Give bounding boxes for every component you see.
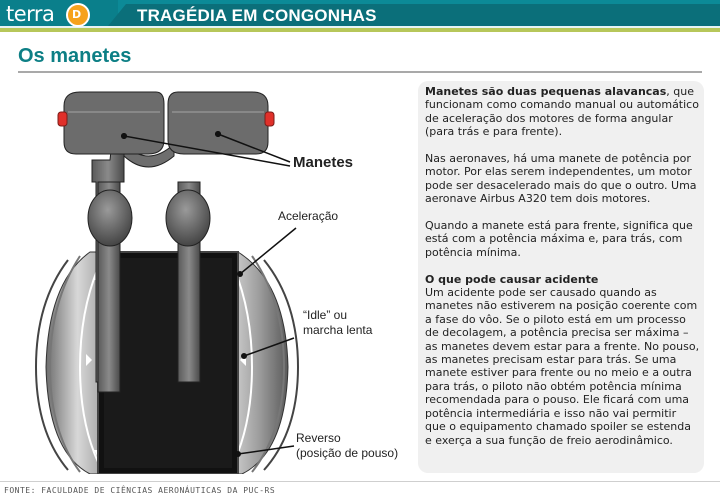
footer-divider — [0, 481, 720, 482]
header-highlight — [0, 26, 720, 28]
header-stripe — [0, 28, 720, 32]
throttle-diagram: Manetes Aceleração “Idle” ou marcha lent… — [28, 82, 408, 475]
title-tab — [108, 4, 720, 26]
logo-mark-letter: D — [72, 8, 82, 21]
heading-accident: O que pode causar acidente — [425, 272, 599, 286]
source-credit: FONTE: FACULDADE DE CIÊNCIAS AERONÁUTICA… — [4, 486, 276, 495]
terra-logo-text[interactable]: terra — [6, 2, 55, 26]
label-idle-line1: “Idle” ou — [303, 308, 348, 322]
paragraph-accident: Um acidente pode ser causado quando as m… — [425, 286, 700, 447]
intro-bold: Manetes são duas pequenas alavancas — [425, 85, 667, 98]
label-idle-line2: marcha lenta — [303, 323, 373, 337]
paragraph-intro: Manetes são duas pequenas alavancas, que… — [425, 85, 700, 139]
info-text: Manetes são duas pequenas alavancas, que… — [425, 85, 700, 460]
section-title: Os manetes — [18, 45, 132, 67]
info-panel: Manetes são duas pequenas alavancas, que… — [418, 81, 704, 473]
label-reverso-line2: (posição de pouso) — [296, 446, 399, 460]
label-reverso-line1: Reverso — [296, 431, 341, 445]
label-manetes: Manetes — [293, 154, 354, 171]
label-aceleracao: Aceleração — [278, 209, 339, 223]
paragraph-engines: Nas aeronaves, há uma manete de potência… — [425, 152, 697, 206]
terra-logo-icon: D — [66, 3, 90, 27]
section-divider — [18, 71, 702, 73]
page-title: TRAGÉDIA EM CONGONHAS — [137, 6, 377, 25]
header-bar: terra D TRAGÉDIA EM CONGONHAS — [0, 0, 720, 32]
intro-rest: , que funcionam como comando manual ou a… — [425, 85, 699, 139]
paragraph-power: Quando a manete está para frente, signif… — [425, 219, 693, 259]
throttle-illustration — [34, 91, 300, 475]
